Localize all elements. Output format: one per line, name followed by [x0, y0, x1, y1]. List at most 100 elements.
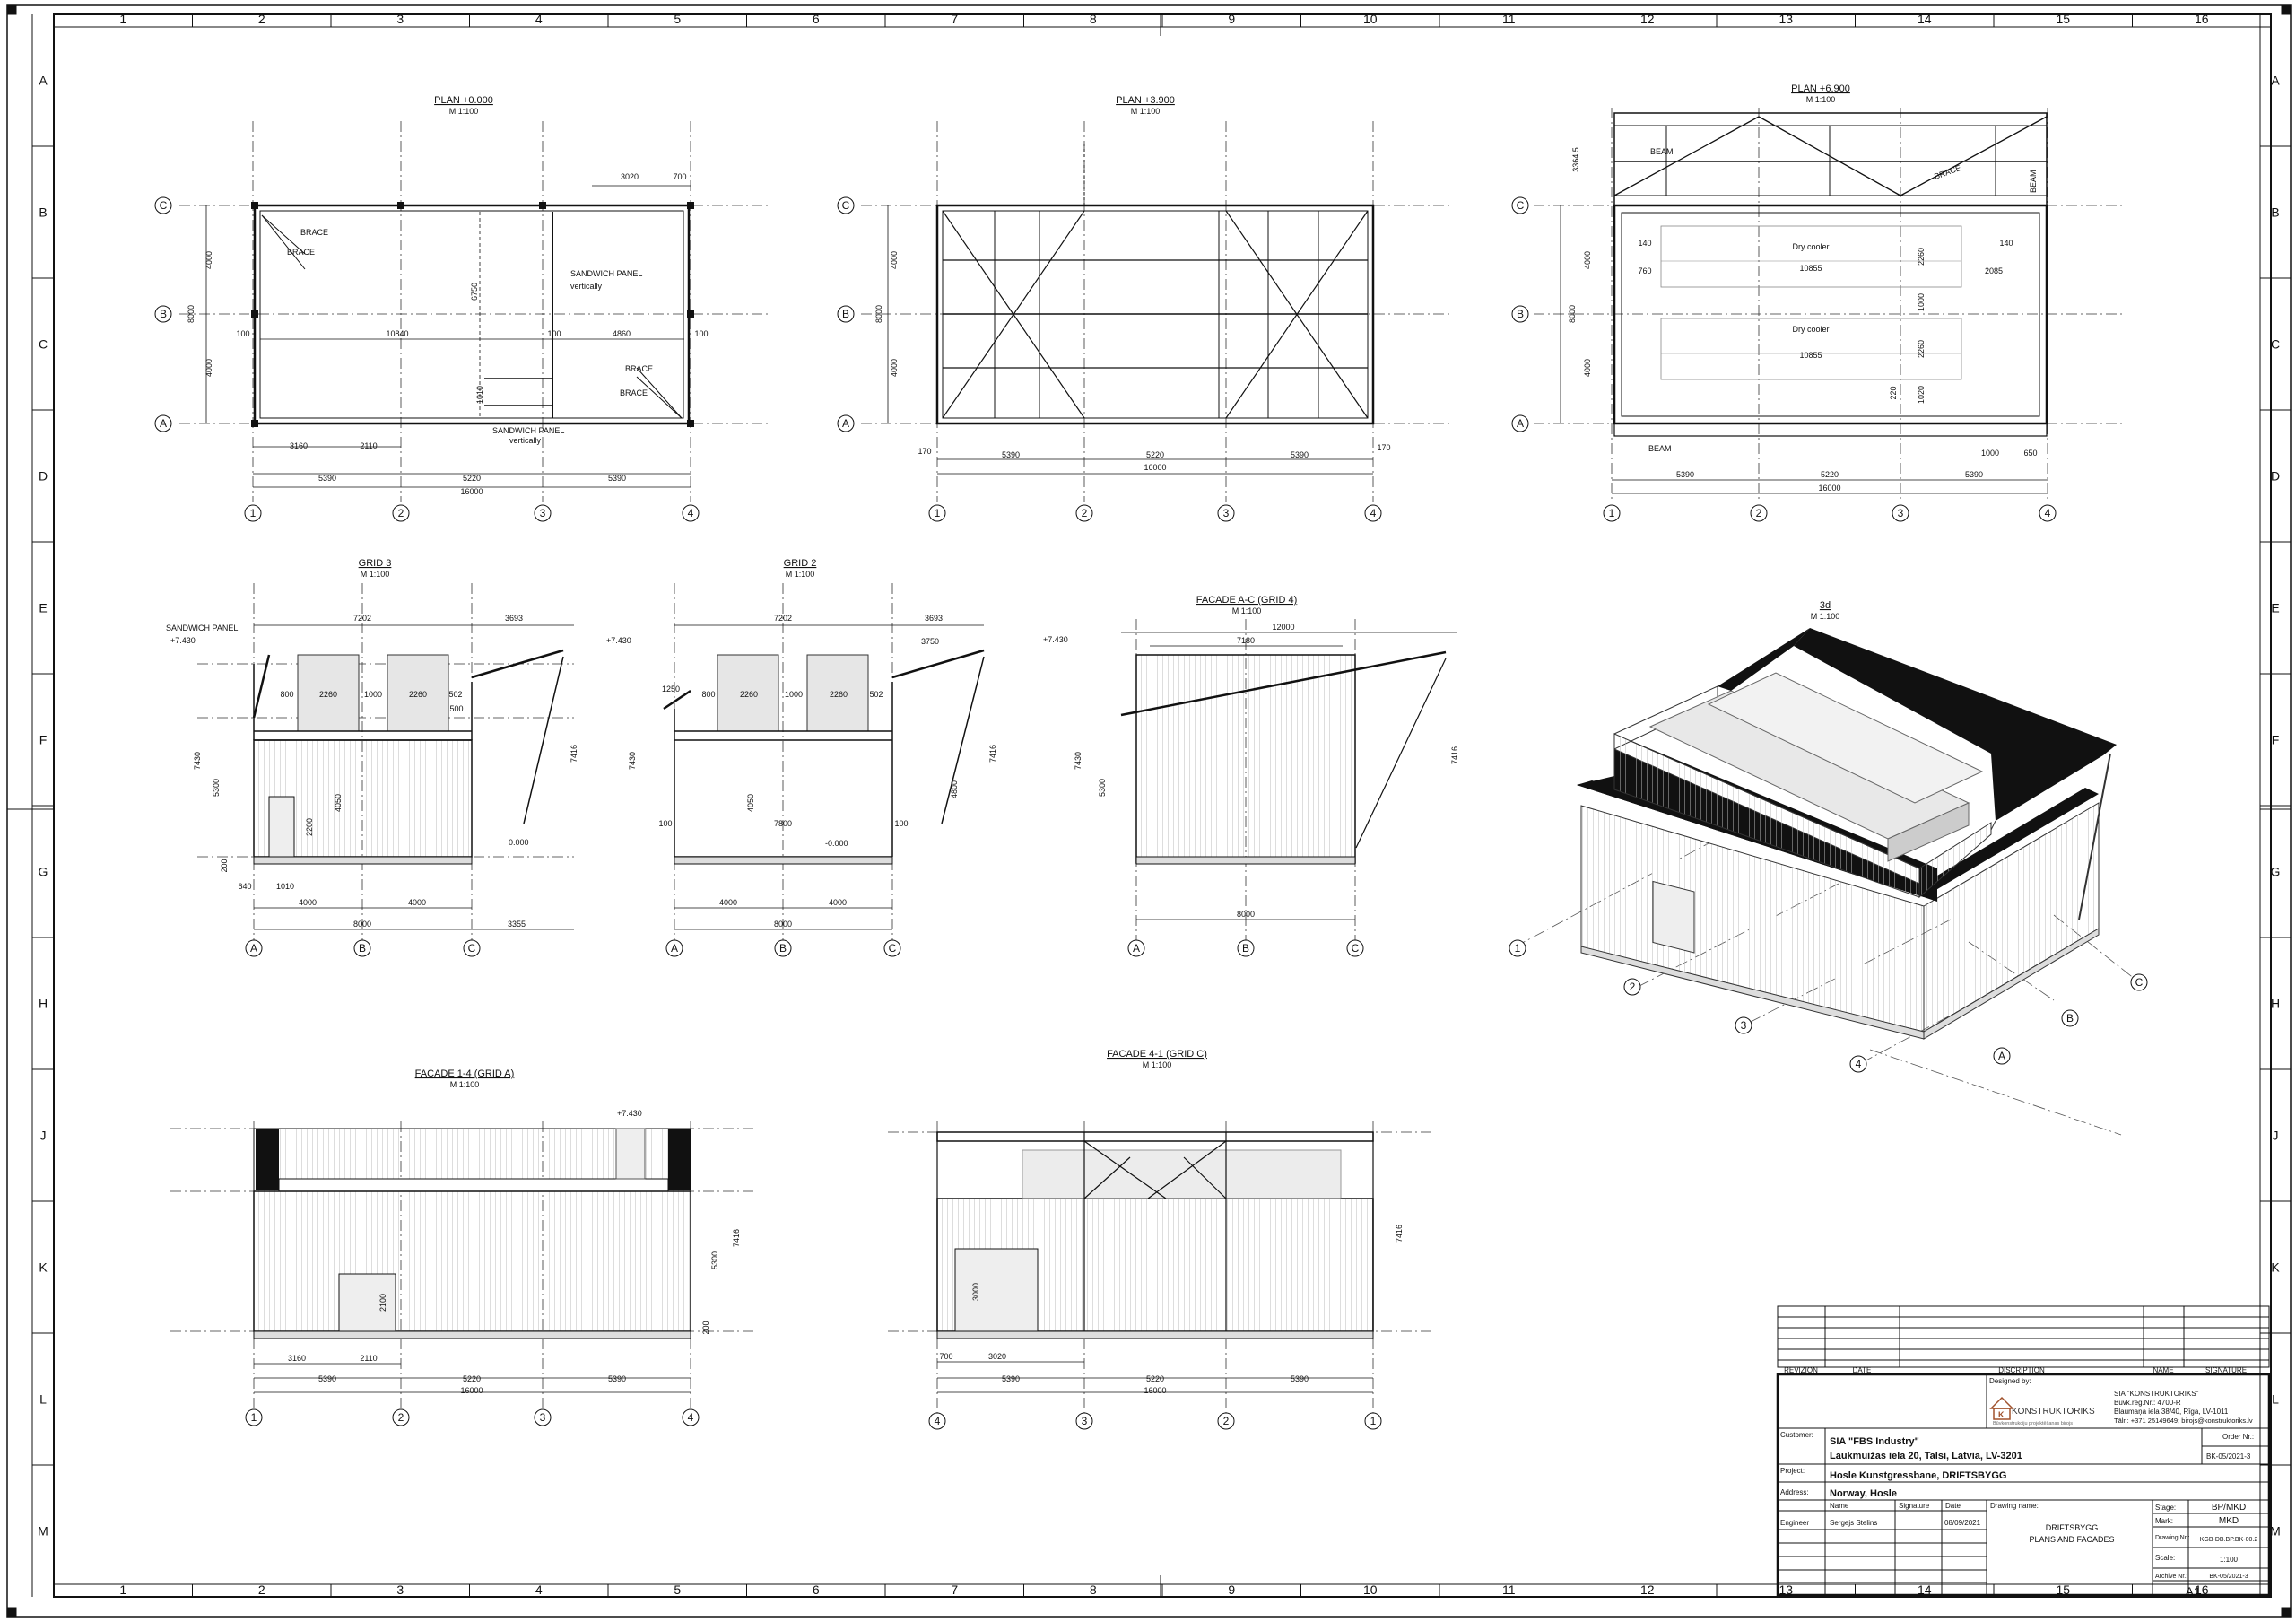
plan69-dim-10855b: 10855 — [1799, 351, 1822, 360]
frame-row-label-right-K: K — [2271, 1260, 2280, 1275]
grid3-dim-800: 800 — [280, 690, 293, 699]
facade41-dim-3000: 3000 — [971, 1283, 980, 1301]
plan69-dry-cooler-2: Dry cooler — [1792, 325, 1829, 334]
frame-col-label-bottom-4: 4 — [535, 1583, 543, 1597]
facade41-dim-5390a: 5390 — [1002, 1374, 1020, 1383]
plan0-dim-4000b: 4000 — [204, 359, 213, 377]
plan0-sandwich-2: SANDWICH PANEL — [492, 426, 564, 435]
title-block: REVIZION DATE DISCRIPTION NAME SIGNATURE… — [1776, 1305, 2271, 1599]
frame-col-label-top-7: 7 — [951, 12, 958, 26]
facade41-bubble-3: 3 — [1082, 1415, 1088, 1427]
facade14-dim-200: 200 — [701, 1321, 710, 1334]
plan39-title: PLAN +3.900 — [1116, 95, 1175, 106]
tb-address-value: Norway, Hosle — [1830, 1488, 1897, 1499]
grid3-elev-0: 0.000 — [509, 838, 529, 847]
grid3-dim-640: 640 — [238, 882, 251, 891]
plan69-bubble-4: 4 — [2045, 507, 2051, 519]
tb-company-contact: Tālr.: +371 25149649; birojs@konstruktor… — [2114, 1417, 2253, 1425]
grid2-bubble-A: A — [671, 942, 678, 955]
facadeAC-dim-7180: 7180 — [1237, 636, 1255, 645]
plan0-title: PLAN +0.000 — [434, 95, 493, 106]
tb-scale-label: Scale: — [2155, 1554, 2175, 1562]
frame-col-label-bottom-15: 15 — [2056, 1583, 2070, 1597]
plan69-dim-4000b: 4000 — [1583, 359, 1592, 377]
facade14-dim-2110: 2110 — [360, 1354, 377, 1363]
plan69-bubble-C: C — [1517, 199, 1525, 212]
grid2-dim-1250: 1250 — [662, 685, 680, 693]
plan0-bubble-1: 1 — [250, 507, 257, 519]
grid3-scale: M 1:100 — [361, 570, 390, 579]
grid3-dim-2260a: 2260 — [319, 690, 337, 699]
grid2-dim-100b: 100 — [894, 819, 908, 828]
plan0-dim-700: 700 — [673, 172, 686, 181]
plan39-dim-5220: 5220 — [1146, 450, 1164, 459]
plan69-dim-1020: 1020 — [1917, 386, 1926, 404]
view3d-bubble-4: 4 — [1856, 1058, 1862, 1070]
frame-col-label-top-11: 11 — [1502, 12, 1516, 26]
plan69-dim-140a: 140 — [1638, 239, 1651, 248]
grid2-dim-3693: 3693 — [925, 614, 943, 623]
plan0-brace-4: BRACE — [620, 388, 648, 397]
frame-row-label-left-L: L — [39, 1392, 47, 1407]
plan0-scale: M 1:100 — [449, 107, 479, 116]
facade14-bubble-2: 2 — [398, 1411, 404, 1424]
frame-col-label-bottom-9: 9 — [1228, 1583, 1235, 1597]
grid2-dim-7430: 7430 — [628, 752, 637, 770]
tb-logo-text: KONSTRUKTORIKS — [2012, 1407, 2095, 1417]
plan69-bubble-1: 1 — [1609, 507, 1615, 519]
plan69-dim-8000: 8000 — [1568, 305, 1577, 323]
frame-col-label-bottom-14: 14 — [1918, 1583, 1932, 1597]
grid3-bubble-B: B — [359, 942, 366, 955]
isometric-3d-view: 3d M 1:100 — [1509, 600, 2148, 1136]
frame-row-label-right-H: H — [2271, 997, 2280, 1011]
plan0-bubble-4: 4 — [688, 507, 694, 519]
facade41-axis-bubbles: 4 3 2 1 — [928, 1412, 1382, 1430]
facadeAC-title: FACADE A-C (GRID 4) — [1196, 595, 1297, 606]
plan0-bubble-B: B — [160, 308, 167, 320]
view3d-bubble-1: 1 — [1515, 942, 1521, 955]
grid3-bubble-A: A — [250, 942, 257, 955]
facade41-dim-5390b: 5390 — [1291, 1374, 1309, 1383]
facade41-bubble-4: 4 — [935, 1415, 941, 1427]
plan69-bubble-A: A — [1517, 417, 1524, 430]
frame-col-label-top-6: 6 — [813, 12, 820, 26]
plan0-dim-5390b: 5390 — [608, 474, 626, 483]
frame-row-label-left-C: C — [39, 337, 48, 352]
frame-row-label-left-G: G — [39, 865, 48, 879]
plan69-dim-5390a: 5390 — [1676, 470, 1694, 479]
grid2-dim-4050: 4050 — [746, 794, 755, 812]
grid2-dim-502: 502 — [869, 690, 883, 699]
facade14-bubble-4: 4 — [688, 1411, 694, 1424]
plan69-dim-3364: 3364.5 — [1571, 147, 1580, 172]
grid3-dim-2200: 2200 — [305, 818, 314, 836]
plan39-bubble-B: B — [842, 308, 849, 320]
plan69-dim-220: 220 — [1889, 386, 1898, 399]
plan0-dim-10840: 10840 — [386, 329, 408, 338]
frame-row-label-right-G: G — [2271, 865, 2281, 879]
facade41-scale: M 1:100 — [1143, 1060, 1172, 1069]
grid2-elev-7430: +7.430 — [606, 636, 631, 645]
plan0-dim-16000: 16000 — [460, 487, 483, 496]
facade-14-view: FACADE 1-4 (GRID A) M 1:100 +7.430 3160 … — [170, 1068, 753, 1426]
grid3-dim-4000a: 4000 — [299, 898, 317, 907]
tb-col-name: Name — [1830, 1502, 1849, 1510]
grid3-dim-1000: 1000 — [364, 690, 382, 699]
facadeAC-bubble-A: A — [1133, 942, 1140, 955]
plan0-dim-8000: 8000 — [187, 305, 196, 323]
frame-col-label-top-16: 16 — [2195, 12, 2209, 26]
plan0-brace-2: BRACE — [287, 248, 315, 257]
tb-col-signature: Signature — [1899, 1502, 1930, 1510]
tb-signature-header: SIGNATURE — [2205, 1366, 2247, 1374]
facadeAC-dim-5300: 5300 — [1098, 779, 1107, 797]
frame-col-label-top-14: 14 — [1918, 12, 1932, 26]
tb-company-name: SIA "KONSTRUKTORIKS" — [2114, 1390, 2199, 1398]
plan39-bubble-A: A — [842, 417, 849, 430]
tb-order-label: Order Nr.: — [2222, 1433, 2254, 1441]
plan69-dry-cooler-1: Dry cooler — [1792, 242, 1829, 251]
plan69-dim-5390b: 5390 — [1965, 470, 1983, 479]
tb-date-header: DATE — [1853, 1366, 1872, 1374]
facade41-title: FACADE 4-1 (GRID C) — [1107, 1049, 1207, 1060]
grid2-dim-2260a: 2260 — [740, 690, 758, 699]
frame-col-label-bottom-10: 10 — [1363, 1583, 1378, 1597]
facade41-dim-5220: 5220 — [1146, 1374, 1164, 1383]
